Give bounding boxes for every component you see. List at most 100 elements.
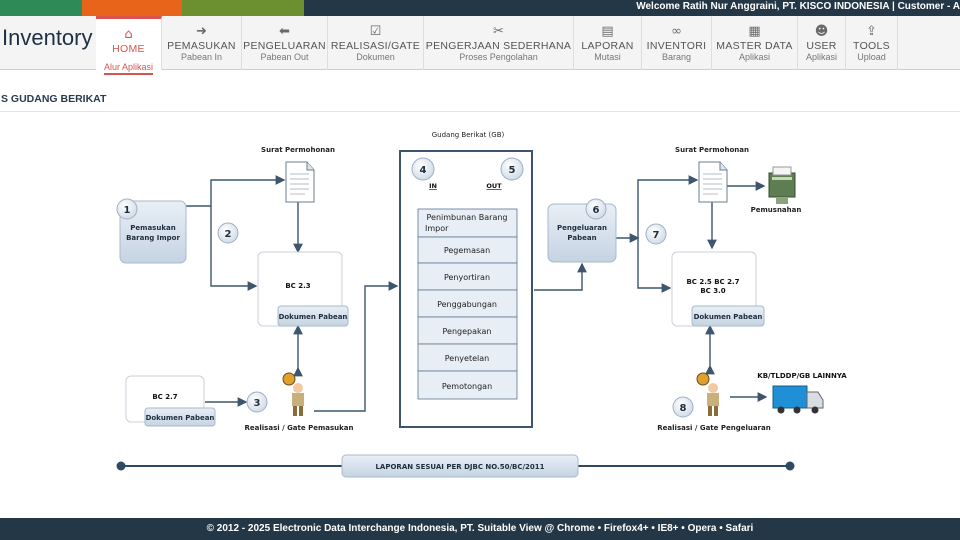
menu-realisasi-gate[interactable]: ☑ REALISASI/GATE Dokumen (328, 16, 424, 70)
menu-pemasukan[interactable]: ➜ PEMASUKAN Pabean In (162, 16, 242, 70)
process-label-penimbunan-line2: Impor (425, 224, 449, 233)
surat-permohonan-left-label: Surat Permohonan (261, 146, 335, 154)
menu-home[interactable]: ⌂ HOME Alur Aplikasi (96, 16, 162, 75)
step-8-number: 8 (680, 403, 687, 414)
menu-pengeluaran-sublabel: Pabean Out (260, 52, 309, 62)
gb-title: Gudang Berikat (GB) (432, 131, 505, 139)
step-3-circle (246, 391, 268, 413)
menu-user[interactable]: ☻ USER Aplikasi (798, 16, 846, 70)
menu-pengerjaan-sublabel: Proses Pengolahan (459, 52, 538, 62)
laporan-banner (341, 454, 579, 478)
menu-pengerjaan-label: PENGERJAAN SEDERHANA (425, 40, 572, 52)
menu-pengerjaan-sederhana[interactable]: ✂ PENGERJAAN SEDERHANA Proses Pengolahan (424, 16, 574, 70)
dokumen-pabean-bc27-label: Dokumen Pabean (146, 414, 215, 422)
document-icon (698, 161, 728, 203)
check-square-icon: ☑ (369, 24, 382, 39)
flow-diagram: Gudang Berikat (GB) Penimbunan Barang Im… (0, 112, 960, 518)
brand-color-strip-green (0, 0, 82, 16)
step-7-number: 7 (653, 230, 660, 241)
page-header: S GUDANG BERIKAT (0, 88, 960, 112)
dokumen-pabean-right-label: Dokumen Pabean (694, 313, 763, 321)
process-label-pegemasan: Pegemasan (444, 246, 490, 255)
menu-tools-sublabel: Upload (857, 52, 886, 62)
process-box-penimbunan (417, 208, 518, 238)
app-title[interactable]: Inventory (2, 25, 93, 50)
menu-master-data-sublabel: Aplikasi (738, 52, 770, 62)
process-label-penggabungan: Penggabungan (437, 300, 497, 309)
menu-laporan-label: LAPORAN (581, 40, 634, 52)
step-7-circle (645, 223, 667, 245)
brand-color-strip-orange (82, 0, 182, 16)
truck-icon (772, 385, 824, 414)
menu-pemasukan-label: PEMASUKAN (167, 40, 236, 52)
step-4-number: 4 (420, 165, 427, 176)
dokumen-pabean-badge-right (691, 305, 765, 327)
step-4-circle (411, 157, 435, 181)
document-icon (285, 161, 315, 203)
main-menu: ⌂ HOME Alur Aplikasi ➜ PEMASUKAN Pabean … (96, 16, 898, 75)
arrow-circle-right-icon: ➜ (196, 24, 207, 39)
pemasukan-box (119, 200, 187, 264)
pemasukan-label-line1: Pemasukan (130, 224, 175, 232)
menu-realisasi-gate-label: REALISASI/GATE (330, 40, 421, 52)
laporan-label: LAPORAN SESUAI PER DJBC NO.50/BC/2011 (375, 463, 544, 471)
step-1-number: 1 (124, 205, 131, 216)
home-icon: ⌂ (124, 27, 133, 42)
page-title: S GUDANG BERIKAT (1, 93, 107, 105)
brand-color-strip-olive (182, 0, 304, 16)
dokumen-pabean-badge-left (277, 305, 349, 327)
menu-home-label: HOME (112, 43, 145, 55)
menu-user-label: USER (806, 40, 837, 52)
customs-officer-icon (282, 372, 304, 416)
timeline-start-dot (116, 461, 126, 471)
menu-pemasukan-sublabel: Pabean In (180, 52, 223, 62)
footer: © 2012 - 2025 Electronic Data Interchang… (0, 518, 960, 540)
menu-master-data-label: MASTER DATA (716, 40, 793, 52)
link-icon: ∞ (671, 24, 682, 39)
timeline-end-dot (785, 461, 795, 471)
menu-master-data[interactable]: ▦ MASTER DATA Aplikasi (712, 16, 798, 70)
process-box-pegemasan (417, 236, 518, 264)
menu-tools-label: TOOLS (853, 40, 890, 52)
menu-pengeluaran-label: PENGELUARAN (243, 40, 326, 52)
pengeluaran-label-line2: Pabean (567, 234, 596, 242)
menu-inventori-label: INVENTORI (646, 40, 707, 52)
step-5-number: 5 (509, 165, 516, 176)
step-6-circle (585, 198, 607, 220)
step-2-circle (217, 222, 239, 244)
process-label-penyortiran: Penyortiran (444, 273, 490, 282)
step-8-circle (672, 396, 694, 418)
menu-pengeluaran[interactable]: ⬅ PENGELUARAN Pabean Out (242, 16, 328, 70)
pengeluaran-label-line1: Pengeluaran (557, 224, 607, 232)
file-icon: ▤ (601, 24, 614, 39)
process-label-penyetelan: Penyetelan (445, 354, 489, 363)
table-icon: ▦ (748, 24, 761, 39)
step-5-circle (500, 157, 524, 181)
top-status-bar: Welcome Ratih Nur Anggraini, PT. KISCO I… (0, 0, 960, 16)
arrow-circle-left-icon: ⬅ (279, 24, 290, 39)
menu-tools[interactable]: ⇪ TOOLS Upload (846, 16, 898, 70)
process-list: Penimbunan Barang Impor Pegemasan Penyor… (417, 208, 518, 400)
step-6-number: 6 (593, 205, 600, 216)
scissors-icon: ✂ (493, 24, 504, 39)
process-box-pemotongan (417, 370, 518, 400)
bc-out-label-line2: BC 3.0 (700, 287, 725, 295)
surat-permohonan-right-label: Surat Permohonan (675, 146, 749, 154)
realisasi-gate-pengeluaran-label: Realisasi / Gate Pengeluaran (657, 424, 770, 432)
kb-tlddp-label: KB/TLDDP/GB LAINNYA (757, 372, 847, 380)
bc-out-label-line1: BC 2.5 BC 2.7 (686, 278, 739, 286)
dokumen-pabean-left-label: Dokumen Pabean (279, 313, 348, 321)
step-2-number: 2 (225, 229, 232, 240)
process-label-pengepakan: Pengepakan (443, 327, 492, 336)
bc23-label: BC 2.3 (285, 282, 310, 290)
shredder-icon (768, 166, 796, 204)
menu-laporan[interactable]: ▤ LAPORAN Mutasi (574, 16, 642, 70)
bc27-label: BC 2.7 (152, 393, 177, 401)
pemusnahan-label: Pemusnahan (751, 206, 802, 214)
step-3-number: 3 (254, 398, 261, 409)
menu-inventori[interactable]: ∞ INVENTORI Barang (642, 16, 712, 70)
flow-diagram-svg: Gudang Berikat (GB) Penimbunan Barang Im… (116, 131, 847, 478)
step-1-circle (116, 198, 138, 220)
main-navbar: Inventory ⌂ HOME Alur Aplikasi ➜ PEMASUK… (0, 16, 960, 75)
user-icon: ☻ (814, 24, 829, 39)
